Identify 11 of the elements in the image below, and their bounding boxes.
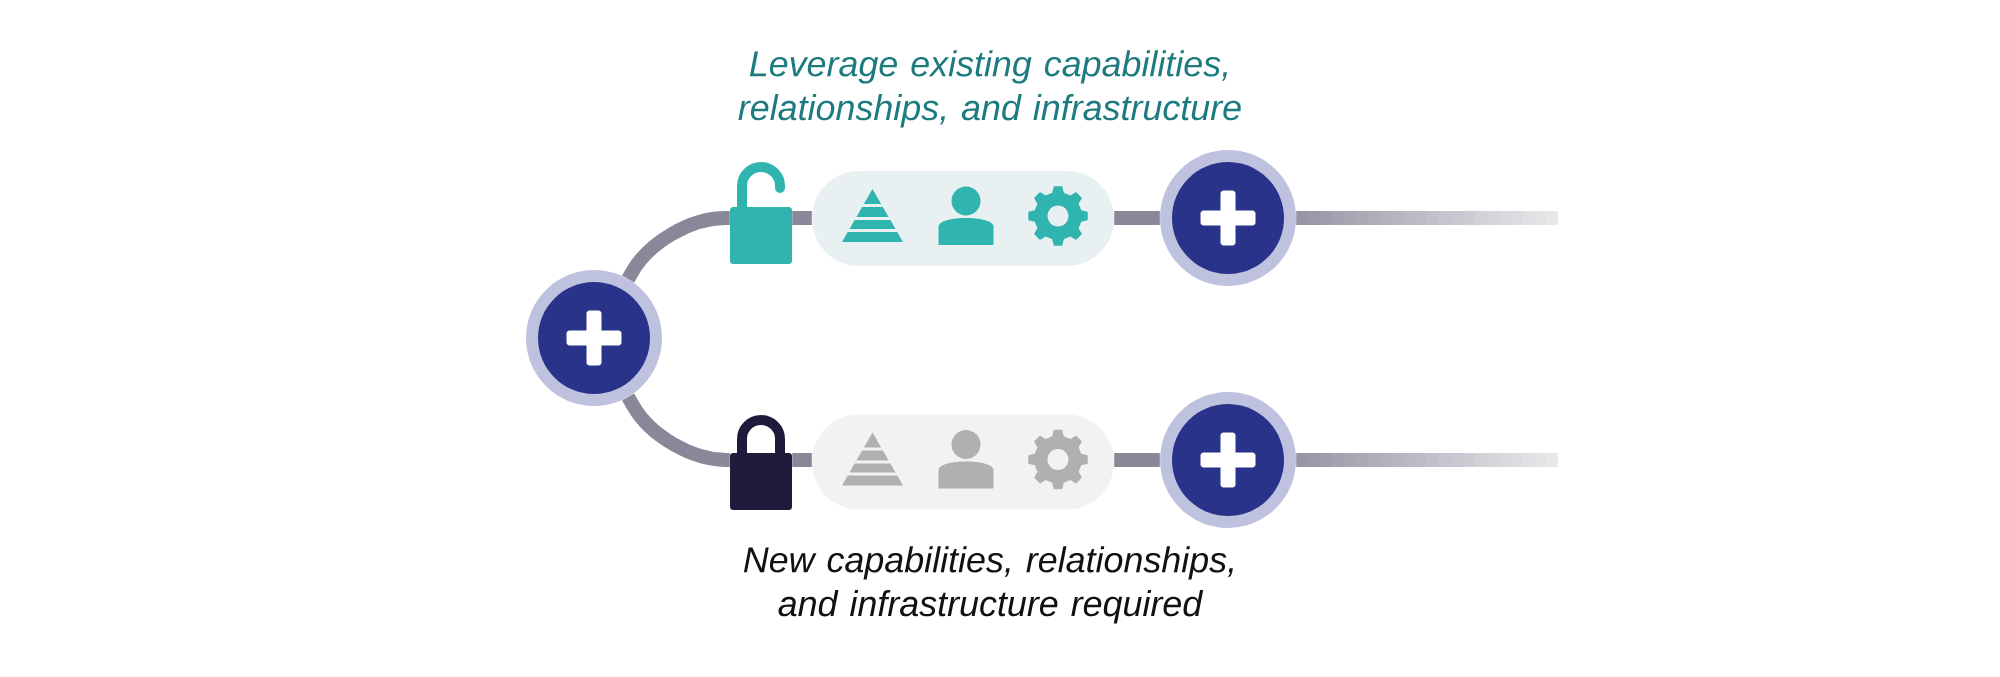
- connector-line: [1114, 453, 1160, 467]
- padlock: [730, 415, 792, 510]
- connector-line: [1114, 211, 1160, 225]
- fading-line: [1296, 453, 1559, 467]
- open-padlock: [730, 162, 792, 264]
- connector-line: [622, 211, 733, 283]
- caption-text: New capabilities, relationships, and infrastructure required: [743, 546, 1233, 624]
- connector-line: [792, 211, 812, 225]
- caption-text: Leverage existing capabilities, relationships, and infrastructure: [738, 50, 1241, 128]
- fading-line: [1296, 211, 1559, 225]
- connector-line: [792, 453, 812, 467]
